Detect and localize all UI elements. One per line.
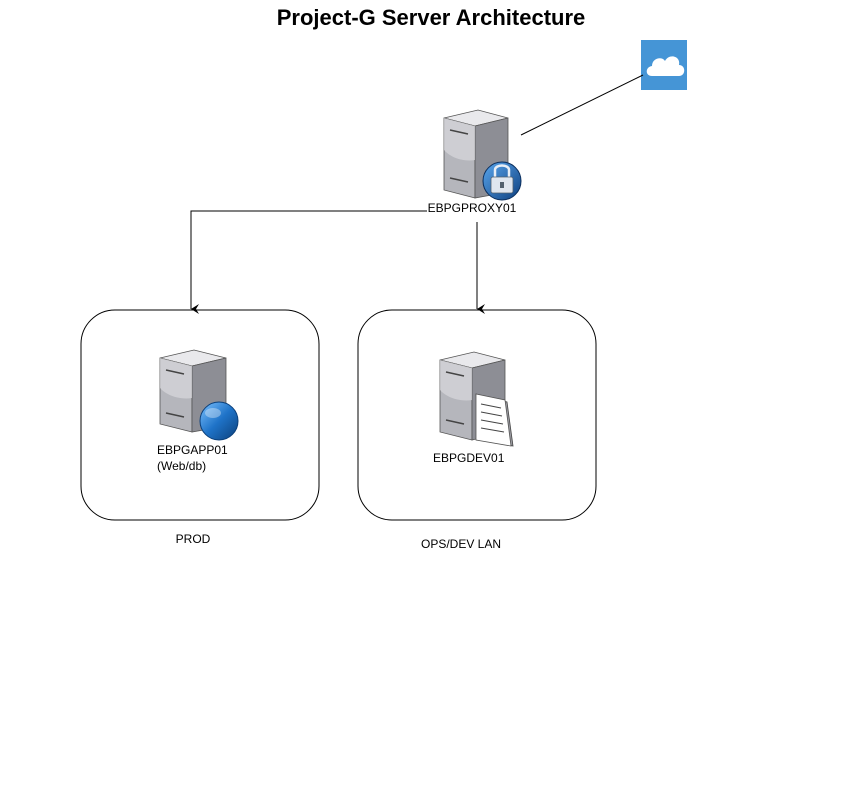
proxy-server-node[interactable]: EBPGPROXY01 (428, 109, 522, 215)
dev-server-node[interactable]: EBPGDEV01 (433, 351, 514, 465)
ops-dev-zone[interactable]: OPS/DEV LAN (357, 309, 597, 551)
prod-zone-box (80, 309, 320, 521)
connector-proxy-prod (190, 210, 427, 314)
globe-icon (199, 401, 239, 441)
prod-zone[interactable]: PROD (80, 309, 320, 546)
app-server-node[interactable]: EBPGAPP01 (Web/db) (157, 349, 239, 473)
internet-cloud-node[interactable] (641, 40, 687, 90)
diagram-title: Project-G Server Architecture (276, 5, 586, 30)
prod-zone-label: PROD (176, 532, 211, 546)
app-server-sublabel: (Web/db) (157, 459, 206, 473)
connector-cloud-proxy (520, 74, 644, 136)
dev-server-label: EBPGDEV01 (433, 451, 505, 465)
app-server-label: EBPGAPP01 (157, 443, 228, 457)
lock-icon (482, 161, 522, 201)
proxy-server-label: EBPGPROXY01 (428, 201, 517, 215)
cloud-shape (646, 56, 685, 76)
ops-dev-zone-label: OPS/DEV LAN (421, 537, 501, 551)
ops-dev-zone-box (357, 309, 597, 521)
document-icon (475, 393, 514, 447)
